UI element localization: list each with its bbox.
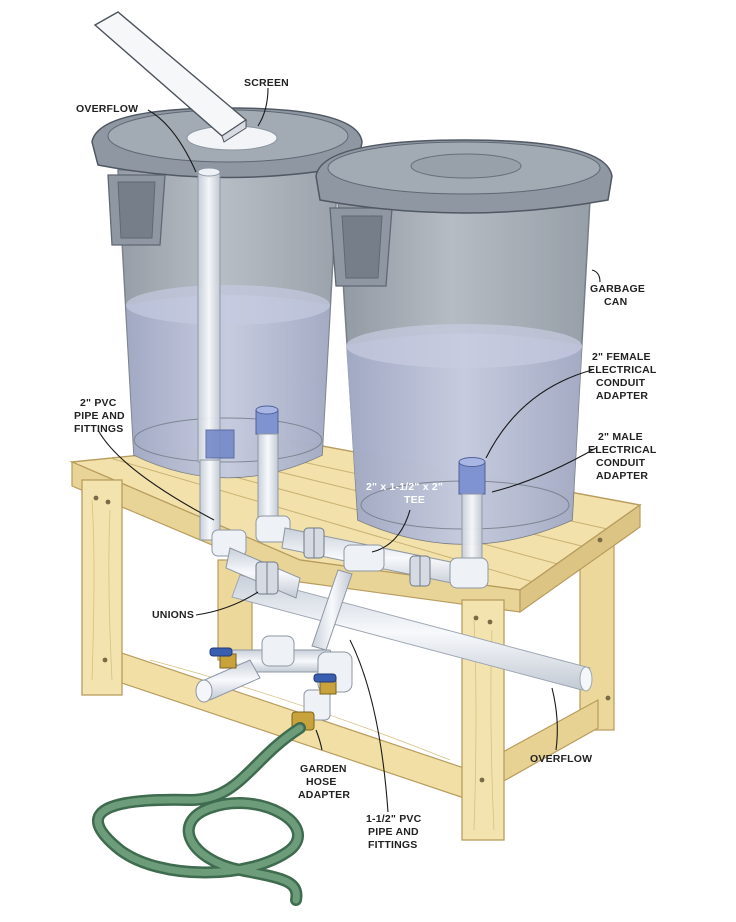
label-female-adapter-0: 2" FEMALE <box>592 351 651 363</box>
leader-lines <box>97 87 601 813</box>
label-male-adapter-1: ELECTRICAL <box>588 444 657 456</box>
label-tee-1: TEE <box>404 494 425 506</box>
label-pvc-2in-2: FITTINGS <box>74 423 123 435</box>
valve-handle-right <box>313 673 337 695</box>
valve-handle-left <box>209 647 237 669</box>
label-female-adapter-2: CONDUIT <box>596 377 646 389</box>
can-left-water <box>126 295 330 478</box>
stand-leg-front-left <box>81 479 123 696</box>
union-fittings <box>255 527 431 595</box>
labels: SCREEN OVERFLOW GARBAGE CAN 2" FEMALE EL… <box>74 77 657 851</box>
downspout <box>93 11 248 143</box>
label-overflow-top: OVERFLOW <box>76 103 138 115</box>
label-screen: SCREEN <box>244 77 289 89</box>
label-tee-0: 2" x 1-1/2" x 2" <box>366 481 443 493</box>
label-unions: UNIONS <box>152 609 194 621</box>
label-male-adapter-0: 2" MALE <box>598 431 643 443</box>
can-right-water <box>346 333 582 544</box>
pvc-2in-plumbing <box>199 433 489 651</box>
garbage-can-right <box>315 139 613 545</box>
garden-hose <box>92 722 306 906</box>
label-garbage-can-1: CAN <box>604 296 627 308</box>
stand-apron-side <box>519 503 641 614</box>
label-pvc-1-5in-2: FITTINGS <box>368 839 417 851</box>
label-garden-hose-1: HOSE <box>306 776 337 788</box>
label-pvc-2in-0: 2" PVC <box>80 397 117 409</box>
overflow-pipe-vertical <box>197 167 235 463</box>
label-pvc-1-5in-0: 1-1/2" PVC <box>366 813 422 825</box>
label-garden-hose-2: ADAPTER <box>298 789 350 801</box>
pvc-tee <box>343 544 385 572</box>
label-male-adapter-3: ADAPTER <box>596 470 648 482</box>
screws <box>93 495 611 783</box>
label-female-adapter-3: ADAPTER <box>596 390 648 402</box>
label-garden-hose-0: GARDEN <box>300 763 347 775</box>
label-overflow-bottom: OVERFLOW <box>530 753 592 765</box>
label-pvc-1-5in-1: PIPE AND <box>368 826 419 838</box>
label-pvc-2in-1: PIPE AND <box>74 410 125 422</box>
overflow-pipe-bottom <box>231 574 593 692</box>
garbage-can-left <box>91 107 363 479</box>
pvc-1-5in-plumbing <box>195 635 353 731</box>
label-female-adapter-1: ELECTRICAL <box>588 364 657 376</box>
label-male-adapter-2: CONDUIT <box>596 457 646 469</box>
label-garbage-can-0: GARBAGE <box>590 283 645 295</box>
